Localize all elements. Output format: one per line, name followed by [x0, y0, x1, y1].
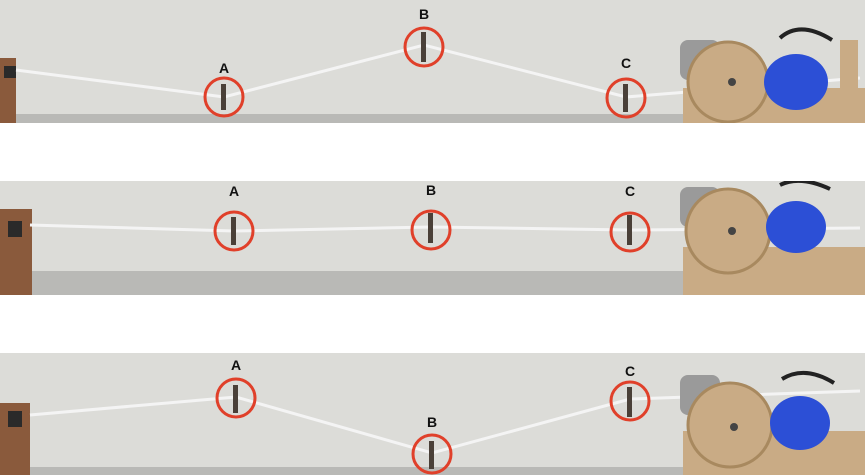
marker-circle-a [203, 76, 245, 118]
frame-2-photo [0, 181, 865, 295]
marker-label-a: A [228, 183, 240, 199]
marker-label-b: B [418, 6, 430, 22]
marker-label-b: B [425, 182, 437, 198]
marker-label-c: C [624, 183, 636, 199]
marker-circle-b [410, 209, 452, 251]
frame-1-photo [0, 0, 865, 123]
marker-circle-b [403, 26, 445, 68]
marker-label-c: C [620, 55, 632, 71]
marker-label-a: A [218, 60, 230, 76]
frame-3: A B C [0, 353, 865, 475]
marker-circle-c [609, 211, 651, 253]
frame-1: A B C [0, 0, 865, 123]
marker-label-a: A [230, 357, 242, 373]
marker-circle-a [213, 210, 255, 252]
motor-assembly [680, 371, 865, 475]
marker-circle-b [411, 433, 453, 475]
marker-circle-c [605, 77, 647, 119]
marker-label-c: C [624, 363, 636, 379]
motor-assembly [680, 181, 865, 295]
marker-circle-a [215, 377, 257, 419]
frame-3-photo [0, 353, 865, 475]
marker-label-b: B [426, 414, 438, 430]
frame-2: A B C [0, 181, 865, 295]
marker-circle-c [609, 380, 651, 422]
motor-assembly [680, 27, 865, 123]
